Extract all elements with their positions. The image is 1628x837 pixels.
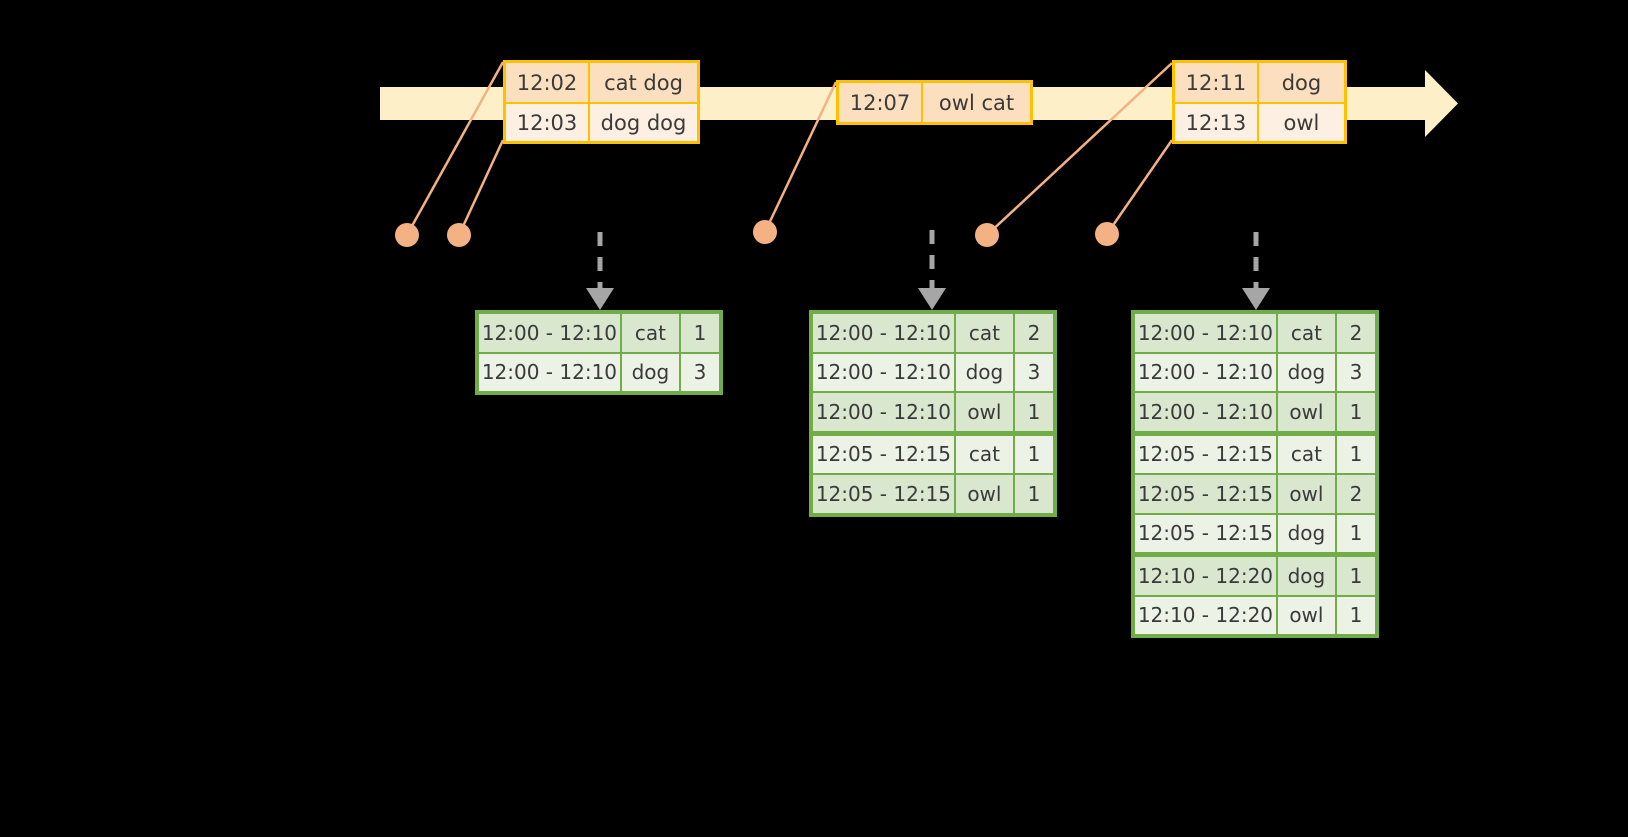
flow-arrow-down-icon [1242, 232, 1270, 310]
cell-window: 12:00 - 12:10 [1135, 353, 1276, 391]
event-dot [395, 223, 419, 247]
event-payload: dog [1258, 63, 1344, 102]
cell-count: 3 [1336, 353, 1375, 391]
cell-window: 12:00 - 12:10 [479, 353, 620, 391]
cell-window: 12:05 - 12:15 [1135, 435, 1276, 473]
cell-count: 1 [1336, 435, 1375, 473]
event-group-2: 12:07 owl cat [836, 80, 1033, 125]
cell-count: 1 [1014, 393, 1053, 431]
cell-window: 12:00 - 12:10 [1135, 393, 1276, 431]
cell-count: 1 [1336, 596, 1375, 634]
cell-key: cat [955, 435, 1013, 473]
cell-count: 3 [680, 353, 719, 391]
event-time: 12:02 [506, 63, 591, 102]
cell-window: 12:05 - 12:15 [813, 435, 954, 473]
event-time: 12:03 [506, 104, 591, 141]
cell-key: owl [1277, 475, 1335, 513]
cell-key: dog [621, 353, 679, 391]
event-payload: owl [1258, 104, 1344, 141]
event-payload: cat dog [590, 63, 697, 102]
cell-key: cat [955, 314, 1013, 352]
event-dot [753, 220, 777, 244]
event-dot [447, 223, 471, 247]
cell-key: dog [1277, 557, 1335, 595]
cell-window: 12:10 - 12:20 [1135, 557, 1276, 595]
cell-window: 12:05 - 12:15 [813, 475, 954, 513]
cell-key: cat [621, 314, 679, 352]
cell-count: 1 [680, 314, 719, 352]
event-row[interactable]: 12:02 cat dog [506, 63, 697, 102]
event-payload: owl cat [923, 83, 1030, 122]
event-group-1: 12:02 cat dog 12:03 dog dog [503, 60, 700, 144]
event-payload: dog dog [590, 104, 697, 141]
connector-line [763, 81, 838, 233]
cell-window: 12:05 - 12:15 [1135, 475, 1276, 513]
cell-key: owl [955, 393, 1013, 431]
flow-arrows [586, 230, 1270, 310]
cell-count: 1 [1014, 475, 1053, 513]
cell-window: 12:10 - 12:20 [1135, 596, 1276, 634]
cell-key: owl [1277, 596, 1335, 634]
cell-key: dog [1277, 514, 1335, 552]
event-dot [1095, 222, 1119, 246]
cell-count: 2 [1014, 314, 1053, 352]
cell-count: 3 [1014, 353, 1053, 391]
event-row[interactable]: 12:07 owl cat [839, 83, 1030, 122]
cell-key: owl [1277, 393, 1335, 431]
cell-key: owl [955, 475, 1013, 513]
event-time: 12:13 [1175, 104, 1259, 141]
event-time: 12:11 [1175, 63, 1259, 102]
cell-count: 1 [1336, 393, 1375, 431]
cell-count: 1 [1014, 435, 1053, 473]
cell-count: 1 [1336, 514, 1375, 552]
cell-count: 2 [1336, 475, 1375, 513]
event-row[interactable]: 12:03 dog dog [506, 102, 697, 141]
cell-key: cat [1277, 314, 1335, 352]
flow-arrow-down-icon [918, 230, 946, 310]
connector-line [405, 61, 505, 236]
event-row[interactable]: 12:11 dog [1175, 63, 1344, 102]
event-group-3: 12:11 dog 12:13 owl [1172, 60, 1347, 144]
cell-key: dog [955, 353, 1013, 391]
flow-arrow-down-icon [586, 232, 614, 310]
event-dot [975, 223, 999, 247]
connector-line [457, 139, 505, 236]
cell-count: 2 [1336, 314, 1375, 352]
event-row[interactable]: 12:13 owl [1175, 102, 1344, 141]
event-time: 12:07 [839, 83, 924, 122]
connector-line [1105, 139, 1174, 235]
cell-window: 12:00 - 12:10 [813, 393, 954, 431]
cell-window: 12:00 - 12:10 [1135, 314, 1276, 352]
cell-window: 12:00 - 12:10 [813, 314, 954, 352]
event-marker-dots [395, 220, 1119, 247]
cell-key: dog [1277, 353, 1335, 391]
cell-key: cat [1277, 435, 1335, 473]
cell-count: 1 [1336, 557, 1375, 595]
cell-window: 12:05 - 12:15 [1135, 514, 1276, 552]
cell-window: 12:00 - 12:10 [813, 353, 954, 391]
cell-window: 12:00 - 12:10 [479, 314, 620, 352]
